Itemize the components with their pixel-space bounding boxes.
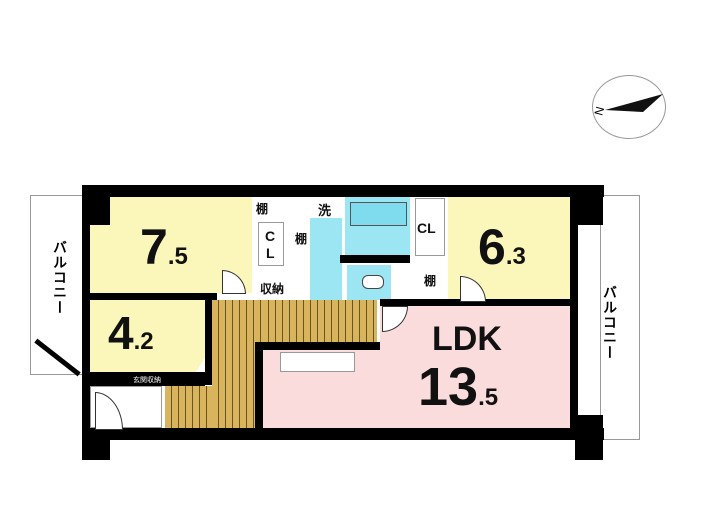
closet-7-5 — [258, 222, 284, 266]
wall — [255, 342, 380, 350]
size-int: 6 — [478, 219, 506, 275]
pillar — [82, 185, 110, 225]
closet-c: C — [265, 228, 276, 244]
shelf-label: 棚 — [424, 274, 437, 288]
wall-left — [82, 185, 90, 440]
room-7-5-size: 7.5 — [140, 222, 188, 272]
compass-arrow-icon — [605, 94, 663, 112]
shelf-label: 棚 — [256, 202, 269, 216]
ldk-size: 13.5 — [418, 360, 498, 414]
wall-bottom — [82, 428, 604, 440]
wall — [90, 372, 205, 386]
room-ldk — [380, 306, 570, 428]
storage-label: 収納 — [260, 282, 285, 296]
room-6-3-size: 6.3 — [478, 222, 526, 272]
compass: N — [591, 75, 666, 139]
laundry-label: 洗 — [318, 203, 332, 218]
size-dec: .2 — [133, 328, 154, 355]
room-western-7-5-ext — [90, 225, 120, 293]
size-int: 4 — [108, 307, 134, 359]
wall-top — [82, 185, 604, 197]
wall — [340, 255, 410, 263]
size-int: 7 — [140, 219, 168, 275]
pillar — [575, 185, 603, 225]
ldk-label: LDK — [432, 320, 502, 358]
room-western-4-2 — [90, 300, 205, 372]
hallway-floor — [262, 300, 377, 342]
size-dec: .5 — [167, 243, 188, 270]
wall — [82, 293, 217, 300]
wall — [380, 299, 575, 306]
balcony-right — [600, 195, 640, 440]
toilet-icon — [362, 275, 384, 289]
size-int: 13 — [418, 357, 479, 417]
balcony-left-label: バルコニー — [52, 240, 68, 315]
room-4-2-size: 4.2 — [108, 310, 154, 356]
closet-label: CL — [417, 220, 436, 236]
closet-l: L — [266, 245, 275, 261]
closet-6-3 — [415, 198, 445, 256]
wall-right — [570, 185, 578, 440]
wall — [255, 342, 263, 428]
size-dec: .5 — [478, 384, 499, 411]
kitchen-counter — [280, 352, 355, 372]
washroom — [310, 218, 342, 300]
size-dec: .3 — [505, 243, 526, 270]
pillar — [575, 415, 603, 460]
entrance-storage-label: 玄関収納 — [133, 377, 161, 384]
hallway-floor — [165, 386, 212, 428]
wall — [205, 300, 212, 385]
bathtub — [350, 202, 407, 226]
shelf-label: 棚 — [295, 232, 308, 246]
balcony-right-label: バルコニー — [602, 285, 618, 360]
hallway-floor — [212, 300, 262, 428]
